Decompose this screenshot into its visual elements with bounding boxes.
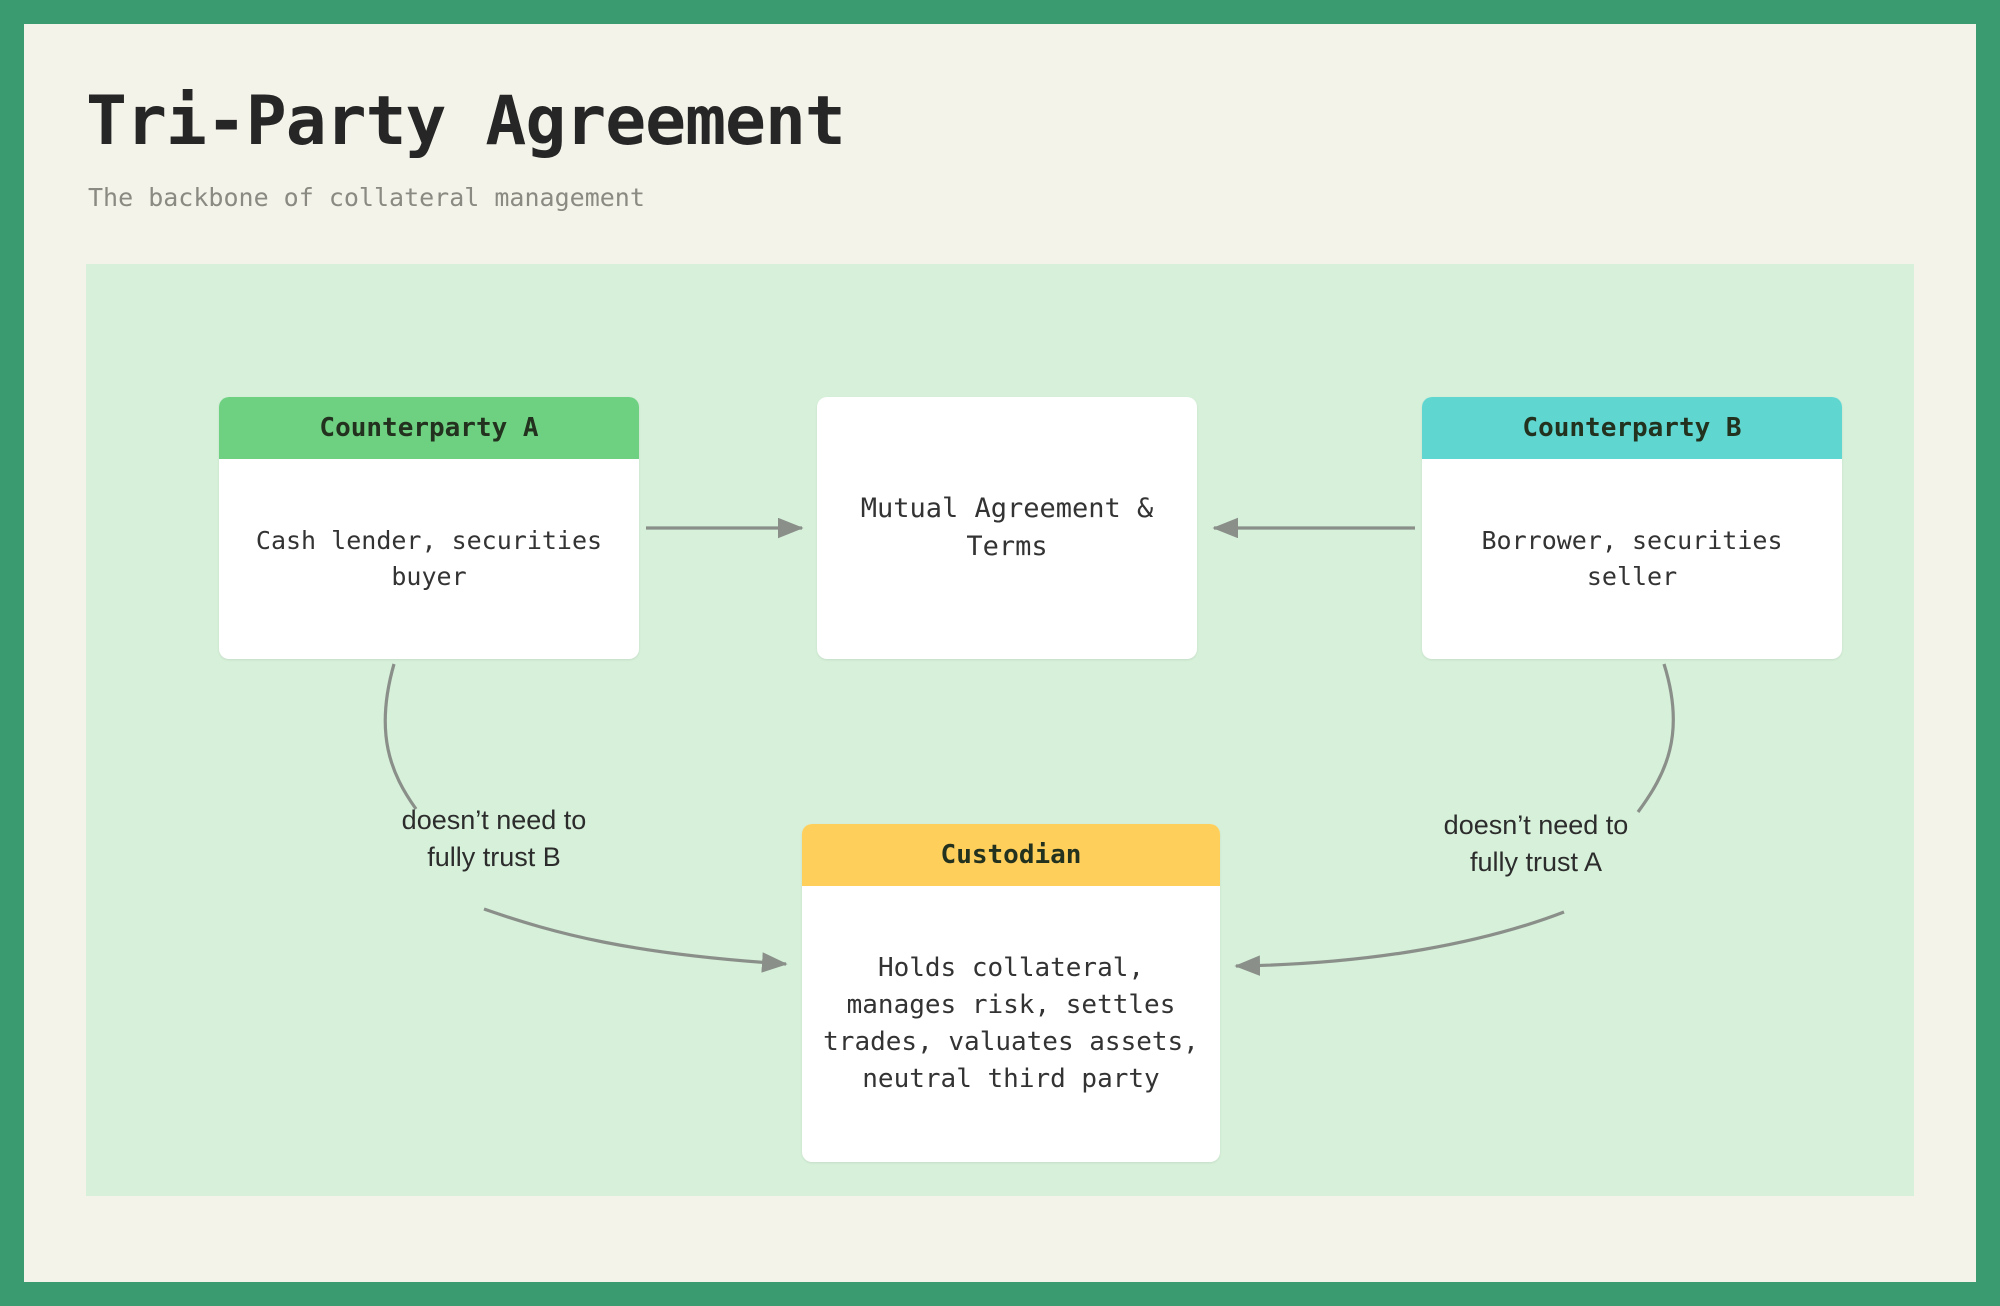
page-subtitle: The backbone of collateral management: [88, 183, 645, 212]
edge-b-to-custodian: [1636, 663, 1675, 813]
edge-a-to-custodian: [383, 663, 418, 810]
edge-label-b-line2: fully trust A: [1469, 847, 1603, 878]
edge-b-to-custodian-tail: [1234, 910, 1565, 976]
page-title: Tri-Party Agreement: [86, 82, 846, 161]
page-frame: Tri-Party Agreement The backbone of coll…: [24, 24, 1976, 1282]
node-mutual-agreement[interactable]: Mutual Agreement & Terms: [817, 397, 1197, 659]
node-mutual-agreement-body: Mutual Agreement & Terms: [860, 492, 1154, 562]
edge-label-a-line2: fully trust B: [427, 842, 561, 873]
node-counterparty-b-body: Borrower, securities seller: [1481, 525, 1783, 591]
edge-label-b-to-custodian: doesn’t need to fully trust A: [1406, 807, 1666, 882]
node-counterparty-a[interactable]: Counterparty A Cash lender, securities b…: [219, 397, 639, 659]
node-custodian-body: Holds collateral, manages risk, settles …: [823, 952, 1199, 1094]
node-counterparty-a-header: Counterparty A: [219, 397, 639, 459]
edge-label-a-line1: doesn’t need to: [401, 805, 587, 835]
node-custodian-header: Custodian: [802, 824, 1220, 886]
node-counterparty-b[interactable]: Counterparty B Borrower, securities sell…: [1422, 397, 1842, 659]
diagram-canvas: Counterparty A Cash lender, securities b…: [86, 264, 1914, 1196]
edge-label-b-line1: doesn’t need to: [1443, 810, 1629, 840]
node-counterparty-a-body: Cash lender, securities buyer: [255, 525, 603, 591]
node-custodian[interactable]: Custodian Holds collateral, manages risk…: [802, 824, 1220, 1162]
node-counterparty-b-header: Counterparty B: [1422, 397, 1842, 459]
edge-a-to-custodian-tail: [483, 907, 788, 973]
edge-label-a-to-custodian: doesn’t need to fully trust B: [364, 802, 624, 877]
